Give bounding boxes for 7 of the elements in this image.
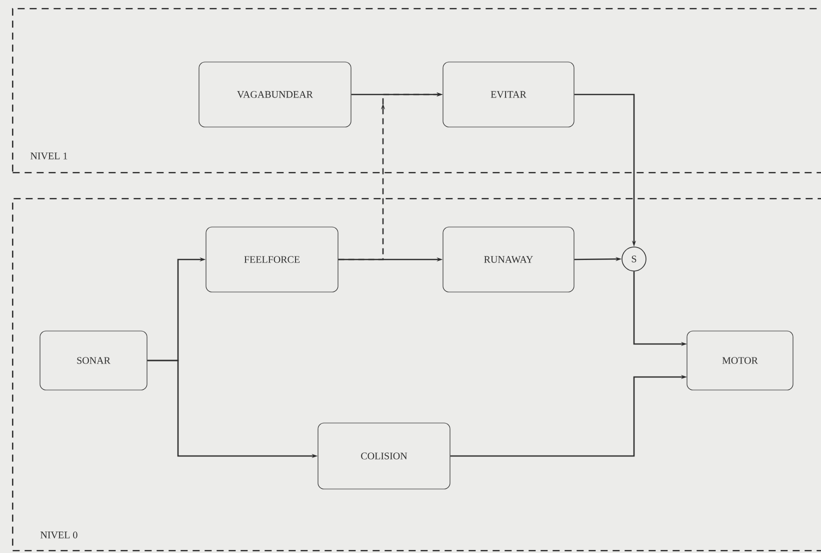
process-box: VAGABUNDEAR (198, 62, 352, 128)
process-box: FEELFORCE (206, 226, 338, 292)
process-box: EVITAR (442, 62, 574, 128)
process-box: RUNAWAY (442, 226, 574, 292)
process-box: SONAR (40, 330, 148, 390)
process-box: MOTOR (686, 330, 794, 390)
process-box: COLISION (318, 422, 450, 490)
